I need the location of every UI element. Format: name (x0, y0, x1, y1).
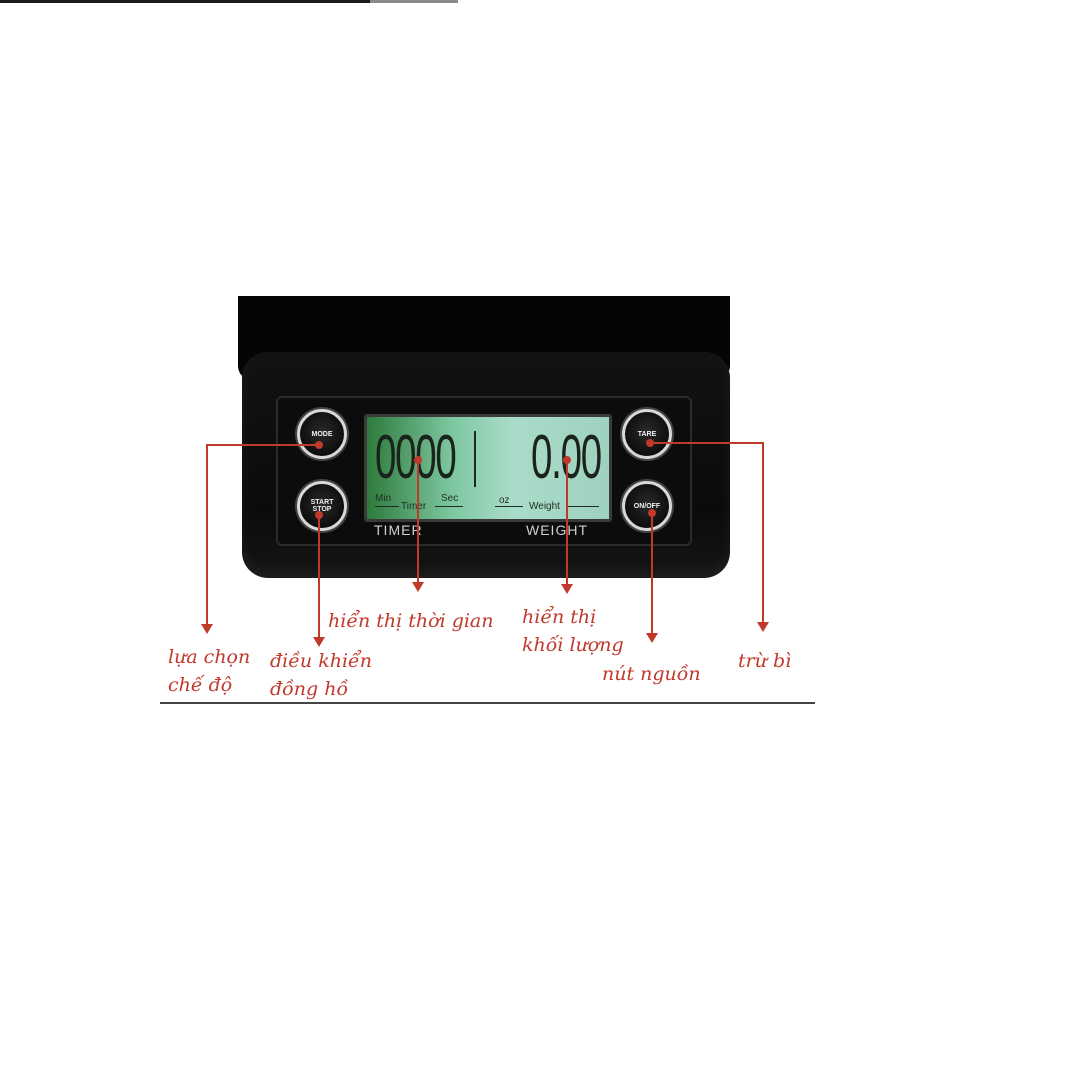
lcd-display: 0000 0.00 Min Timer Sec oz Weight (364, 414, 612, 522)
weight-caption-line1: hiển thị (522, 606, 597, 628)
timer-unit-min: Min (375, 493, 392, 504)
mode-arrowhead (201, 624, 213, 634)
tare-caption: trừ bì (738, 650, 792, 672)
weight-caption: hiển thị khối lượng (522, 603, 624, 659)
mode-button[interactable]: MODE (297, 409, 347, 459)
stop-button-label: STOP (312, 506, 332, 513)
weight-unit-oz: oz (499, 495, 510, 506)
panel-bottom-rule (160, 702, 815, 704)
start-stop-arrow-vertical (318, 515, 320, 637)
start-stop-button[interactable]: START STOP (297, 481, 347, 531)
timer-unit-sec: Sec (441, 493, 459, 504)
tare-arrowhead (757, 622, 769, 632)
weight-arrowhead (561, 584, 573, 594)
mode-caption-line1: lựa chọn (168, 646, 251, 668)
mode-arrow-vertical (206, 444, 208, 624)
timer-arrow-vertical (417, 460, 419, 582)
weight-panel-label: WEIGHT (526, 522, 588, 538)
timer-arrowhead (412, 582, 424, 592)
on-off-arrow-vertical (651, 513, 653, 633)
mode-button-label: MODE (311, 430, 333, 438)
mode-arrow-dot (315, 441, 323, 449)
mode-caption-line2: chế độ (168, 674, 233, 696)
weight-underline-right (567, 506, 599, 507)
lcd-divider (474, 431, 476, 487)
timer-panel-label: TIMER (374, 522, 423, 538)
tare-button-label: TARE (637, 430, 657, 438)
weight-unit-weight: Weight (529, 501, 560, 512)
start-stop-arrowhead (313, 637, 325, 647)
on-off-caption: nút nguồn (602, 663, 701, 685)
on-off-arrowhead (646, 633, 658, 643)
weight-caption-line2: khối lượng (522, 634, 624, 656)
tare-arrow-horizontal (650, 442, 764, 444)
start-stop-caption-line2: đồng hồ (270, 678, 349, 700)
start-stop-caption: điều khiển đồng hồ (270, 647, 372, 703)
weight-underline-left (495, 506, 523, 507)
start-button-label: START (310, 499, 334, 506)
weight-arrow-vertical (566, 460, 568, 584)
timer-unit-timer: Timer (401, 501, 427, 512)
tare-arrow-vertical (762, 442, 764, 622)
top-edge-strip (0, 0, 458, 3)
timer-caption: hiển thị thời gian (328, 610, 494, 632)
timer-underline-right (435, 506, 463, 507)
tare-button[interactable]: TARE (622, 409, 672, 459)
on-off-button[interactable]: ON/OFF (622, 481, 672, 531)
mode-caption: lựa chọn chế độ (168, 643, 250, 699)
on-off-button-label: ON/OFF (633, 502, 661, 510)
start-stop-caption-line1: điều khiển (270, 650, 372, 672)
timer-underline-left (375, 506, 399, 507)
mode-arrow-horizontal (206, 444, 319, 446)
